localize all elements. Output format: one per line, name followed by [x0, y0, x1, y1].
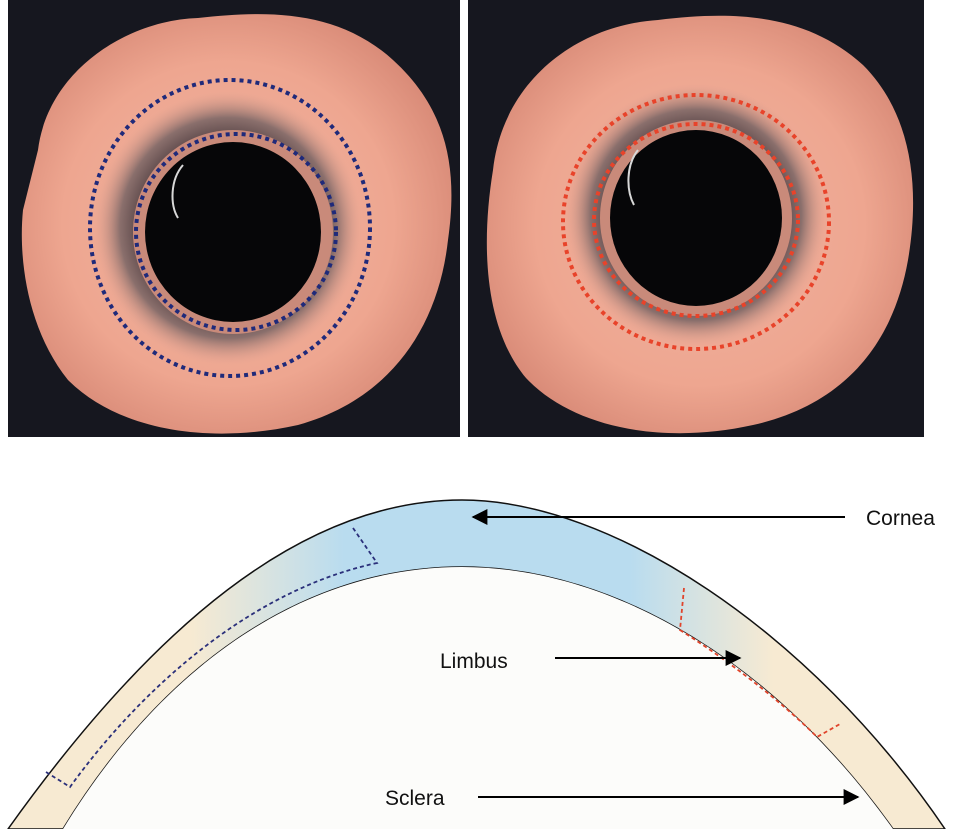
photo-left-blue-outline — [8, 0, 460, 437]
cornea-photo-right — [468, 0, 924, 437]
label-sclera: Sclera — [385, 787, 445, 810]
pupil-right — [610, 130, 782, 306]
pupil-left — [145, 142, 321, 322]
photo-right-red-outline — [468, 0, 924, 437]
label-limbus: Limbus — [440, 650, 508, 673]
label-cornea: Cornea — [866, 507, 935, 530]
eye-interior — [63, 567, 893, 829]
eye-cross-section-diagram: Cornea Limbus Sclera — [0, 440, 955, 829]
cornea-photo-left — [8, 0, 460, 437]
